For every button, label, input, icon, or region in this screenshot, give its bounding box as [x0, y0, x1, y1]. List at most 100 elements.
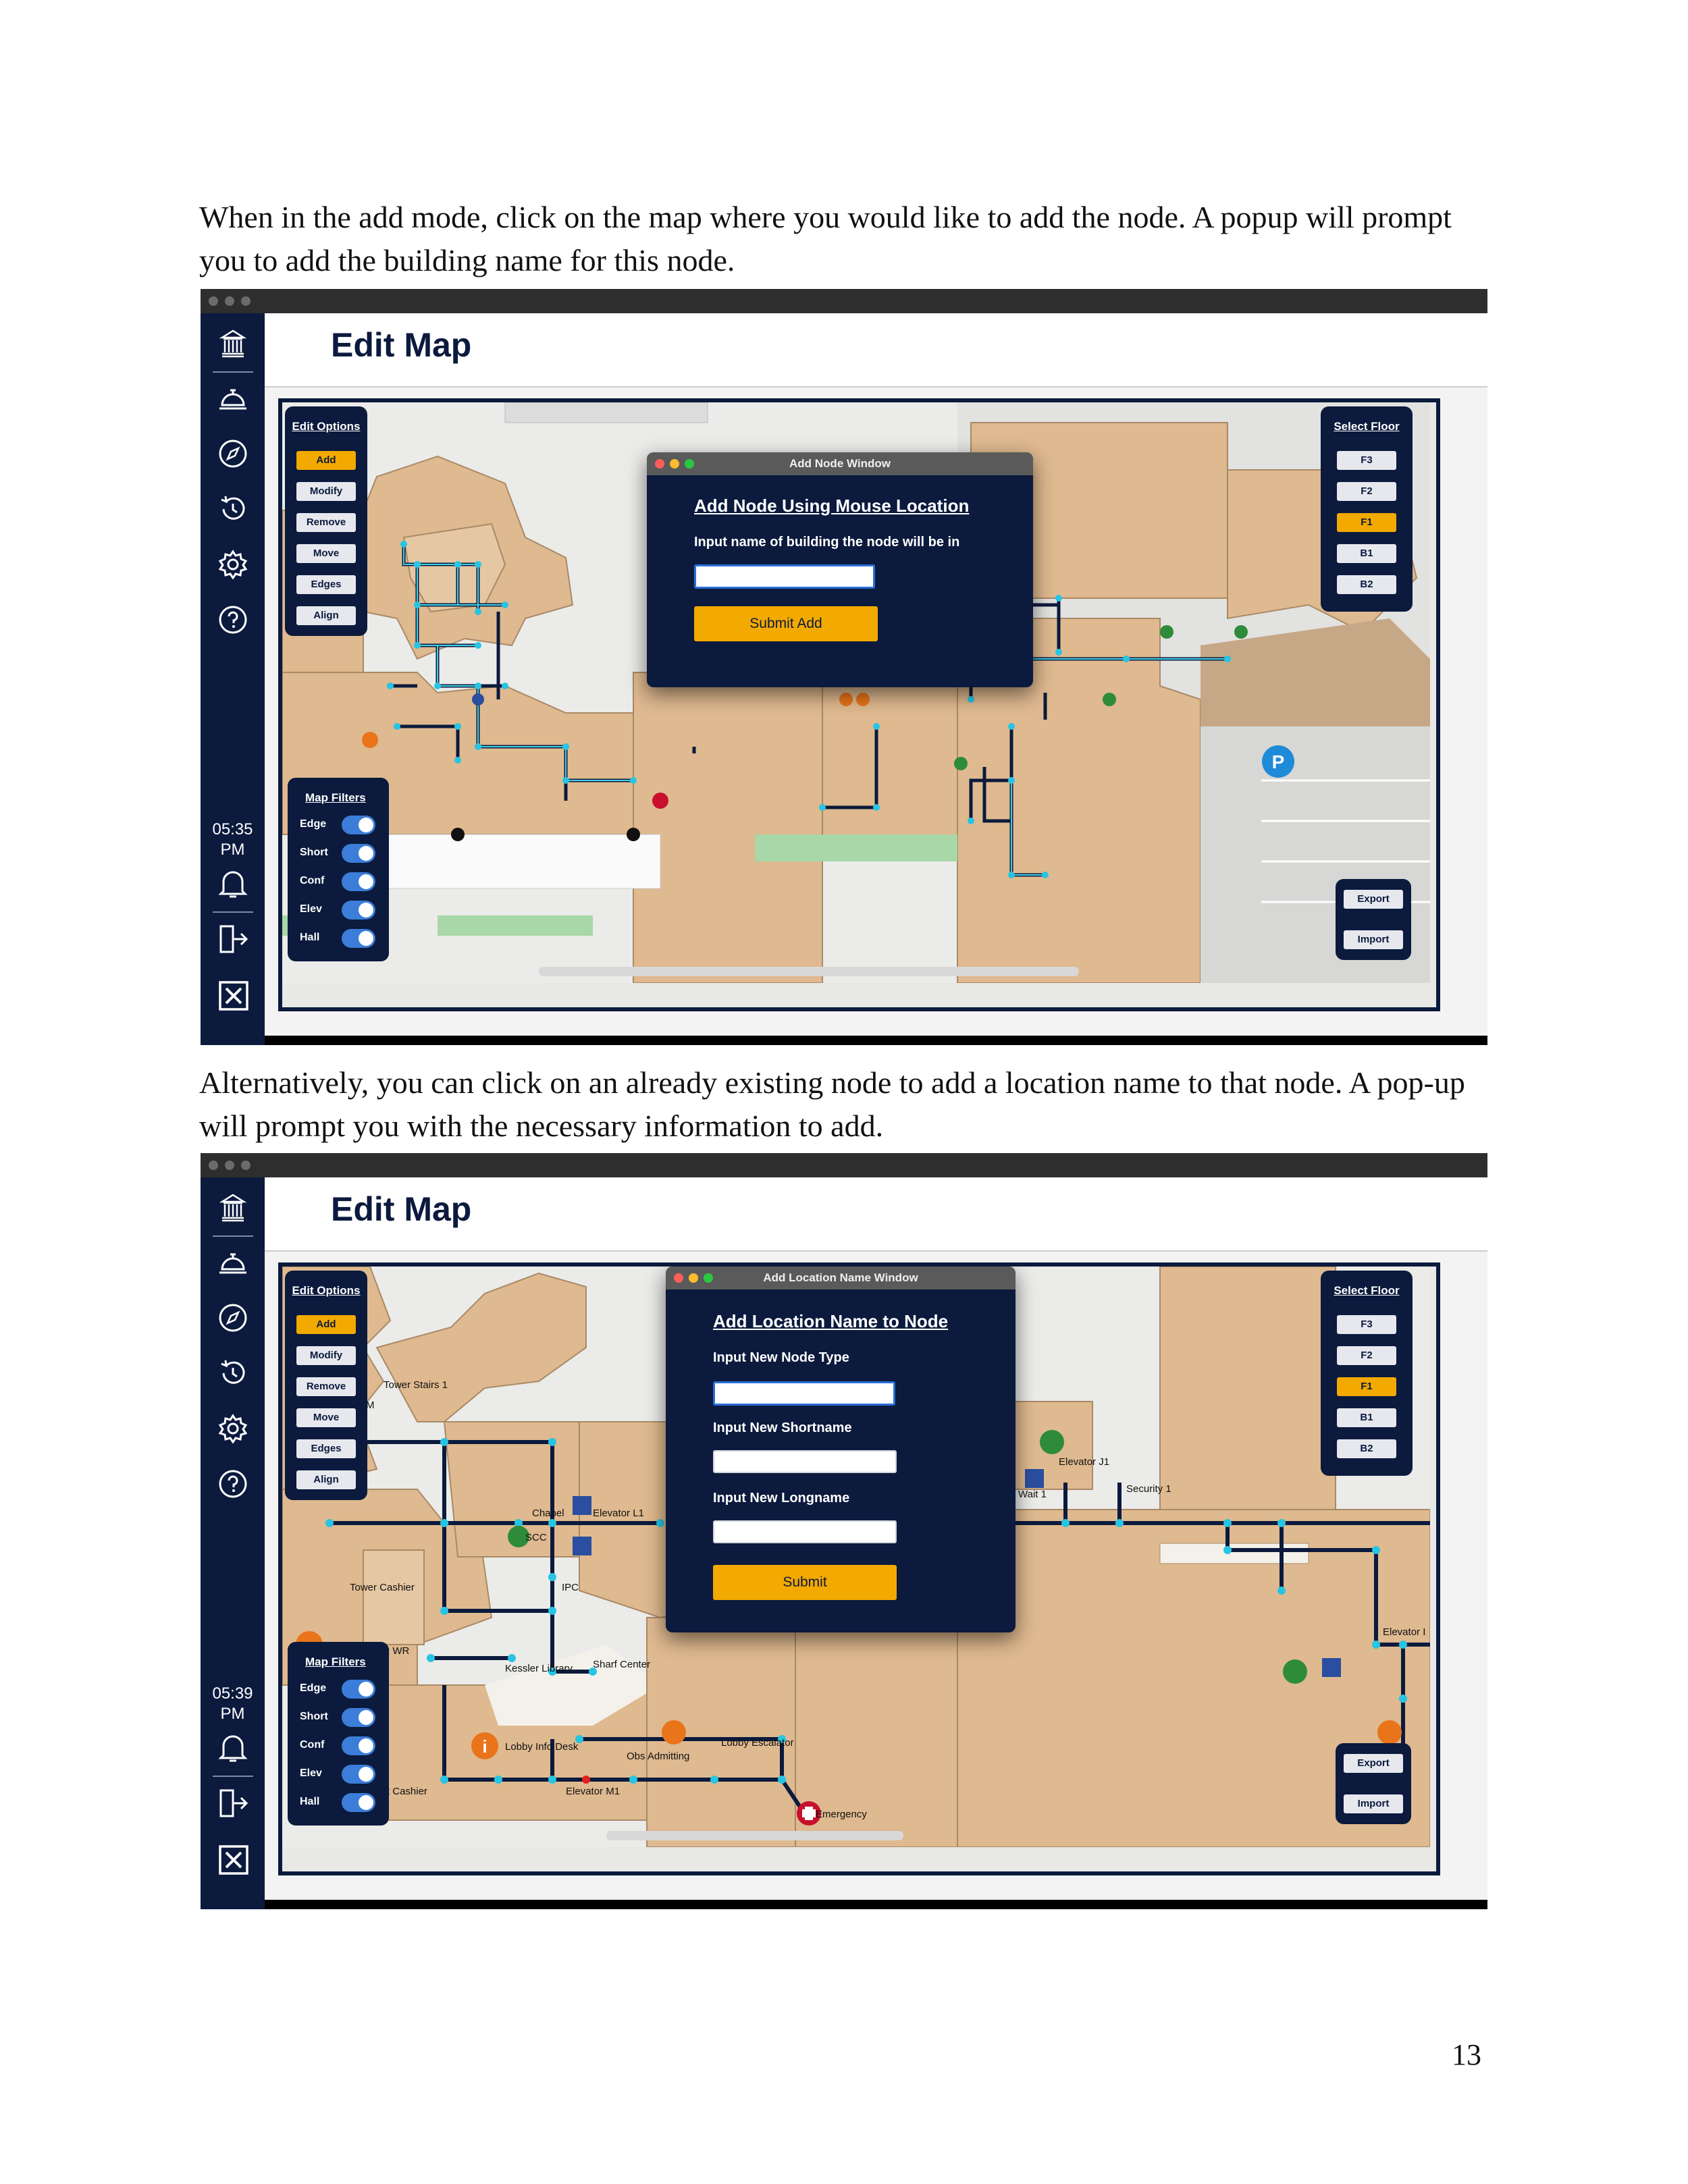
page-title: Edit Map: [331, 326, 472, 364]
edges-button[interactable]: Edges: [296, 1439, 356, 1458]
popup-zoom-dot[interactable]: [685, 459, 694, 469]
edit-options-panel: Edit Options Add Modify Remove Move Edge…: [285, 1271, 367, 1500]
history-icon[interactable]: [218, 1358, 248, 1388]
help-icon[interactable]: [218, 605, 248, 635]
floor-f1-button[interactable]: F1: [1337, 1377, 1396, 1396]
filter-short-label: Short: [300, 847, 328, 858]
close-icon[interactable]: [218, 1844, 249, 1875]
instruction-paragraph-2: Alternatively, you can click on an alrea…: [199, 1065, 1465, 1143]
popup-heading: Add Location Name to Node: [713, 1311, 949, 1331]
export-button[interactable]: Export: [1344, 1754, 1403, 1773]
compass-icon[interactable]: [218, 1303, 248, 1333]
edges-button[interactable]: Edges: [296, 575, 356, 594]
filter-conf-toggle[interactable]: [342, 1736, 375, 1755]
window-close-dot[interactable]: [209, 1161, 218, 1170]
edit-options-title: Edit Options: [292, 1284, 361, 1297]
window-close-dot[interactable]: [209, 296, 218, 306]
floor-f1-button[interactable]: F1: [1337, 513, 1396, 532]
filter-elev-toggle[interactable]: [342, 901, 375, 920]
move-button[interactable]: Move: [296, 1408, 356, 1427]
floor-b2-button[interactable]: B2: [1337, 575, 1396, 594]
align-button[interactable]: Align: [296, 1470, 356, 1489]
submit-add-button[interactable]: Submit Add: [694, 606, 878, 641]
popup-zoom-dot[interactable]: [704, 1273, 713, 1283]
window-zoom-dot[interactable]: [241, 296, 250, 306]
filter-elev-toggle[interactable]: [342, 1765, 375, 1784]
map-canvas[interactable]: i Tower Stairs 1 ATM Chapel Elevator L1 …: [278, 1262, 1440, 1875]
history-icon[interactable]: [218, 494, 248, 524]
longname-input[interactable]: [713, 1520, 897, 1543]
help-icon[interactable]: [218, 1469, 248, 1499]
floor-f2-button[interactable]: F2: [1337, 482, 1396, 501]
building-name-input[interactable]: [694, 564, 875, 589]
add-button[interactable]: Add: [296, 451, 356, 470]
hospital-icon[interactable]: [219, 328, 246, 358]
bell-icon[interactable]: [218, 868, 248, 901]
svg-text:Lobby Escalator: Lobby Escalator: [721, 1737, 794, 1749]
page-header: Edit Map: [265, 1177, 1487, 1252]
import-button[interactable]: Import: [1344, 1794, 1403, 1813]
popup-close-dot[interactable]: [655, 459, 664, 469]
select-floor-title: Select Floor: [1334, 420, 1400, 433]
add-button[interactable]: Add: [296, 1315, 356, 1334]
side-nav: 05:35 PM: [201, 313, 265, 1045]
popup-minimize-dot[interactable]: [670, 459, 679, 469]
compass-icon[interactable]: [218, 439, 248, 469]
window-minimize-dot[interactable]: [225, 296, 234, 306]
remove-button[interactable]: Remove: [296, 513, 356, 532]
logout-icon[interactable]: [218, 924, 249, 955]
floor-b1-button[interactable]: B1: [1337, 1408, 1396, 1427]
filter-edge-toggle[interactable]: [342, 816, 375, 834]
close-icon[interactable]: [218, 980, 249, 1011]
horizontal-scrollbar[interactable]: [606, 1831, 903, 1840]
filter-conf-toggle[interactable]: [342, 872, 375, 891]
svg-text:Kessler Library: Kessler Library: [505, 1663, 573, 1674]
filter-hall-toggle[interactable]: [342, 1793, 375, 1812]
hospital-icon[interactable]: [219, 1192, 246, 1222]
floor-f2-button[interactable]: F2: [1337, 1346, 1396, 1365]
map-filters-title: Map Filters: [305, 791, 366, 804]
modify-button[interactable]: Modify: [296, 482, 356, 501]
export-import-panel: Export Import: [1336, 879, 1411, 960]
window-zoom-dot[interactable]: [241, 1161, 250, 1170]
window-minimize-dot[interactable]: [225, 1161, 234, 1170]
remove-button[interactable]: Remove: [296, 1377, 356, 1396]
map-area: i Tower Stairs 1 ATM Chapel Elevator L1 …: [265, 1252, 1487, 1900]
popup-titlebar: [666, 1267, 1016, 1289]
node-type-input[interactable]: [713, 1381, 895, 1406]
screenshot-add-location-name: 05:39 PM Edit Map: [201, 1153, 1487, 1909]
filter-short-toggle[interactable]: [342, 1708, 375, 1727]
move-button[interactable]: Move: [296, 544, 356, 563]
popup-close-dot[interactable]: [674, 1273, 683, 1283]
horizontal-scrollbar[interactable]: [539, 967, 1079, 976]
export-button[interactable]: Export: [1344, 890, 1403, 909]
filter-hall-toggle[interactable]: [342, 929, 375, 948]
bell-icon[interactable]: [218, 1732, 248, 1765]
map-area: P Edit Options Add Modify Remove: [265, 388, 1487, 1036]
service-bell-icon[interactable]: [218, 1248, 248, 1277]
map-canvas[interactable]: P Edit Options Add Modify Remove: [278, 398, 1440, 1011]
popup-minimize-dot[interactable]: [689, 1273, 698, 1283]
align-button[interactable]: Align: [296, 606, 356, 625]
svg-text:IPC: IPC: [562, 1582, 579, 1593]
settings-icon[interactable]: [218, 1414, 248, 1443]
edit-options-title: Edit Options: [292, 420, 361, 433]
submit-button[interactable]: Submit: [713, 1565, 897, 1600]
floor-f3-button[interactable]: F3: [1337, 451, 1396, 470]
shortname-input[interactable]: [713, 1450, 897, 1473]
settings-icon[interactable]: [218, 550, 248, 579]
svg-text:Wait 1: Wait 1: [1018, 1489, 1047, 1500]
service-bell-icon[interactable]: [218, 383, 248, 413]
floor-f3-button[interactable]: F3: [1337, 1315, 1396, 1334]
modify-button[interactable]: Modify: [296, 1346, 356, 1365]
logout-icon[interactable]: [218, 1788, 249, 1819]
page-title: Edit Map: [331, 1190, 472, 1228]
popup-window-title: Add Node Window: [789, 457, 891, 470]
filter-edge-toggle[interactable]: [342, 1680, 375, 1699]
floor-b2-button[interactable]: B2: [1337, 1439, 1396, 1458]
svg-text:Elevator J1: Elevator J1: [1059, 1456, 1109, 1468]
filter-short-toggle[interactable]: [342, 844, 375, 863]
svg-text:Tower Cashier: Tower Cashier: [350, 1582, 415, 1593]
import-button[interactable]: Import: [1344, 930, 1403, 949]
floor-b1-button[interactable]: B1: [1337, 544, 1396, 563]
